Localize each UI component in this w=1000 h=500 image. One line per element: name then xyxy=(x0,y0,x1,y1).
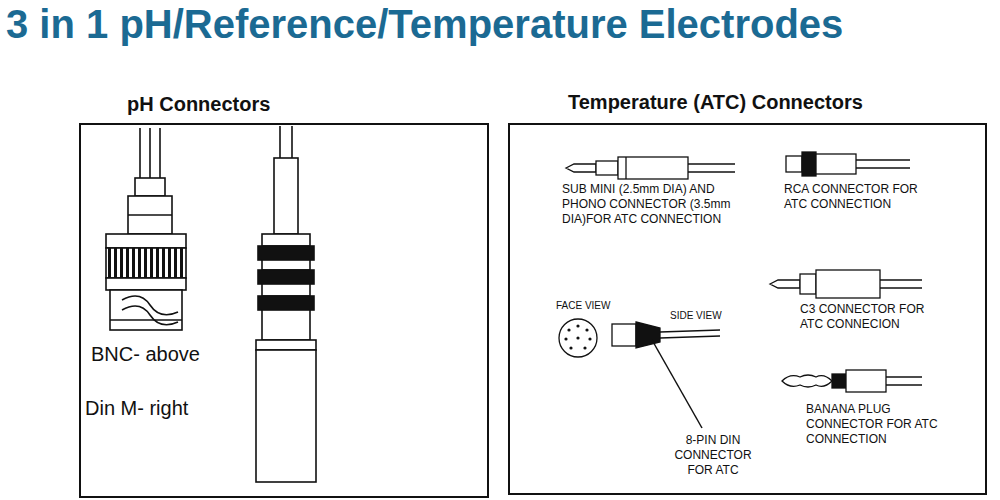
section-heading: Temperature (ATC) Connectors xyxy=(568,91,863,114)
view-label: FACE VIEW xyxy=(556,300,610,311)
connector-panel: pH ConnectorsBNC- aboveDin M- right xyxy=(79,123,489,498)
connector-label: 8-PIN DIN CONNECTOR FOR ATC xyxy=(672,433,754,478)
connector-label: Din M- right xyxy=(85,397,188,420)
connector-label: RCA CONNECTOR FOR ATC CONNECTION xyxy=(784,182,934,212)
connector-label: SUB MINI (2.5mm DIA) AND PHONO CONNECTOR… xyxy=(562,182,740,227)
view-label: SIDE VIEW xyxy=(670,310,722,321)
bnc-connector xyxy=(106,128,186,330)
page-title: 3 in 1 pH/Reference/Temperature Electrod… xyxy=(6,2,843,47)
connector-label: BNC- above xyxy=(91,343,200,366)
connector-label: C3 CONNECTOR FOR ATC CONNECION xyxy=(800,302,950,332)
connector-label: BANANA PLUG CONNECTOR FOR ATC CONNECTION xyxy=(806,402,966,447)
section-heading: pH Connectors xyxy=(127,93,270,116)
connector-panel: Temperature (ATC) ConnectorsSUB MINI (2.… xyxy=(508,123,987,495)
din-m-connector xyxy=(256,126,316,482)
